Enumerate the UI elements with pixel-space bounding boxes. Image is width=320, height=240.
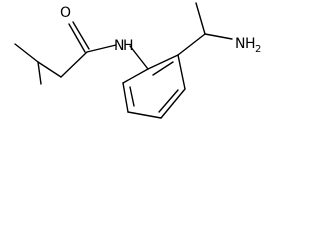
atom-amide-hydrogen: H [123, 38, 134, 54]
ring-inner-double-3 [129, 86, 135, 107]
ring-bond-6 [122, 68, 149, 84]
atom-amine-hydrogen: H [245, 36, 256, 52]
bond-ch-ch2 [37, 61, 62, 78]
bond-carbonyl-double-b [72, 21, 90, 50]
bond-methyl-lower [37, 61, 42, 85]
bond-ring-methine [177, 33, 206, 56]
atom-amine-nitrogen: N [235, 36, 245, 52]
structural-formula: O N H N H 2 [14, 2, 261, 119]
bond-carbonyl-nitrogen [86, 44, 117, 53]
bond-carbonyl-double-a [68, 23, 86, 53]
atom-carbonyl-oxygen: O [60, 5, 71, 21]
ring-bond-1 [147, 54, 179, 70]
bond-methine-methyl [195, 2, 206, 35]
bond-ch2-carbonyl [60, 51, 88, 78]
bond-methine-amine [204, 33, 233, 40]
bond-methyl-upper [14, 43, 39, 63]
atom-amide-nitrogen: N [114, 38, 124, 54]
bond-nitrogen-ring [129, 45, 149, 70]
ring-inner-double-1 [152, 61, 174, 76]
ring-bond-5 [122, 82, 129, 113]
ring-inner-double-2 [158, 89, 179, 113]
ring-bond-4 [127, 111, 162, 119]
ring-bond-2 [177, 54, 186, 90]
atom-amine-hydrogen-count: 2 [255, 44, 261, 55]
ring-bond-3 [160, 88, 186, 119]
